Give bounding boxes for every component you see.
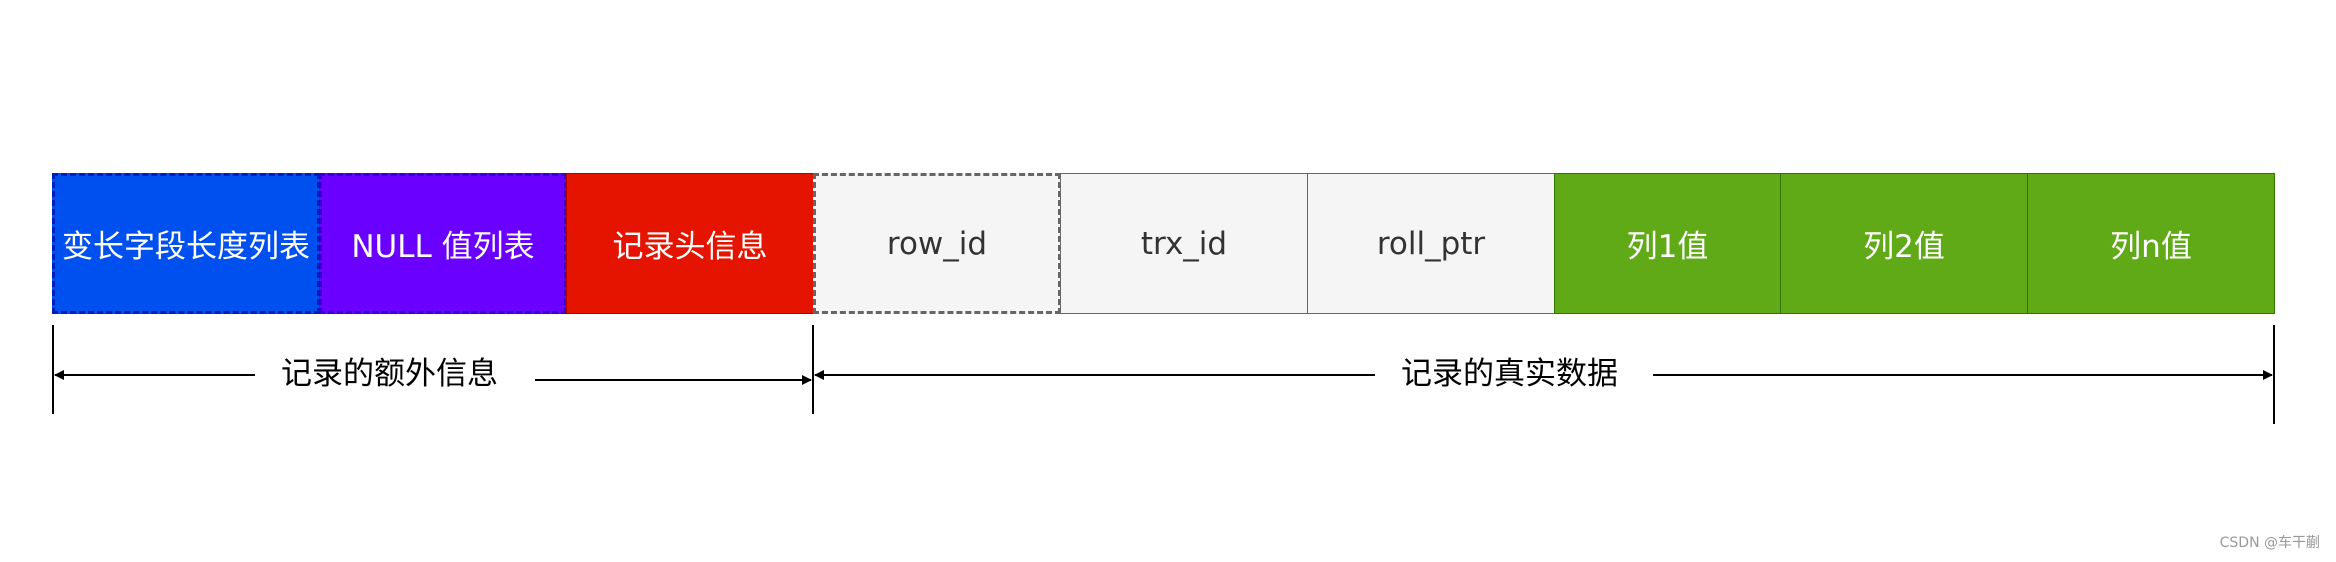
real-data-label: 记录的真实数据 — [1395, 354, 1624, 394]
watermark: CSDN @车干蒯 — [2219, 535, 2320, 551]
extra-info-label: 记录的额外信息 — [275, 354, 504, 394]
roll-ptr-cell: roll_ptr — [1307, 173, 1555, 314]
